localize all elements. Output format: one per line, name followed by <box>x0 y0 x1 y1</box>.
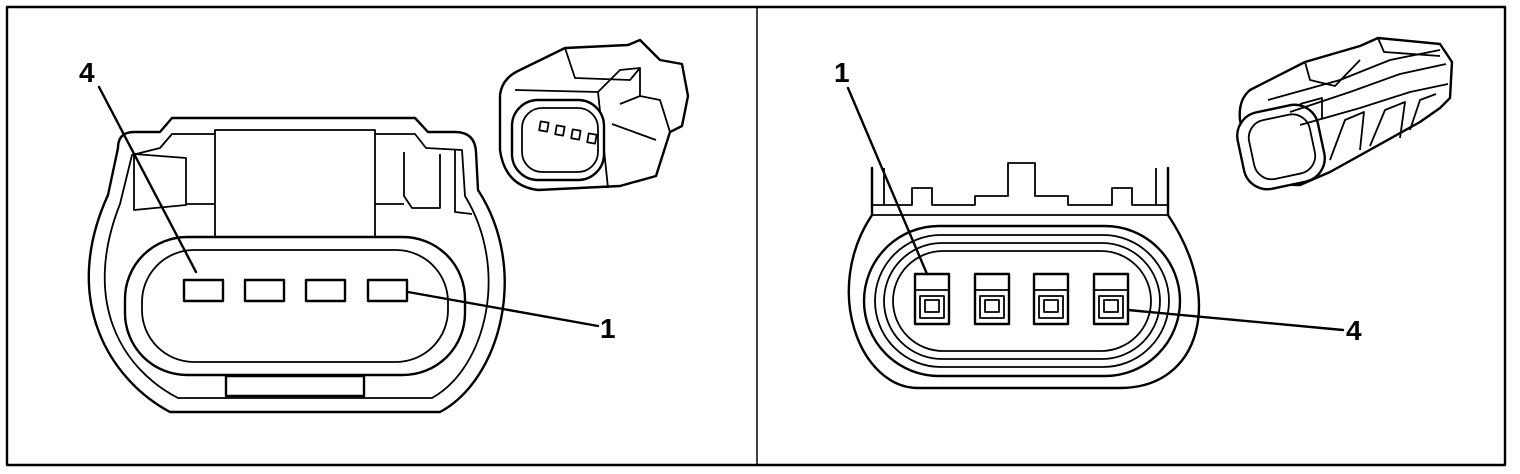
right-panel: 1 4 <box>834 36 1454 390</box>
pin-terminal-2 <box>973 272 1011 326</box>
callout-label-4-left: 4 <box>79 57 95 88</box>
female-connector-face <box>87 116 506 414</box>
callout-line-4-left <box>97 85 198 274</box>
male-connector-isometric-icon <box>1236 36 1454 191</box>
terminal-slot-4 <box>182 278 225 303</box>
pin-terminal-1 <box>913 272 951 326</box>
callout-label-1-right: 1 <box>834 57 850 88</box>
terminal-slot-1 <box>366 278 409 303</box>
male-connector-face <box>847 162 1201 390</box>
left-panel: 4 1 <box>79 38 690 414</box>
callout-label-1-left: 1 <box>600 313 616 344</box>
diagram-frame <box>5 5 1507 467</box>
callout-label-4-right: 4 <box>1346 315 1362 346</box>
pin-terminal-3 <box>1032 272 1070 326</box>
terminal-slot-3 <box>243 278 286 303</box>
callout-line-1-right <box>846 86 929 276</box>
callout-line-1-left <box>406 290 600 328</box>
pin-terminal-4 <box>1092 272 1130 326</box>
terminal-slot-2 <box>304 278 347 303</box>
female-connector-isometric-icon <box>498 38 690 192</box>
callout-line-4-right <box>1126 308 1345 332</box>
